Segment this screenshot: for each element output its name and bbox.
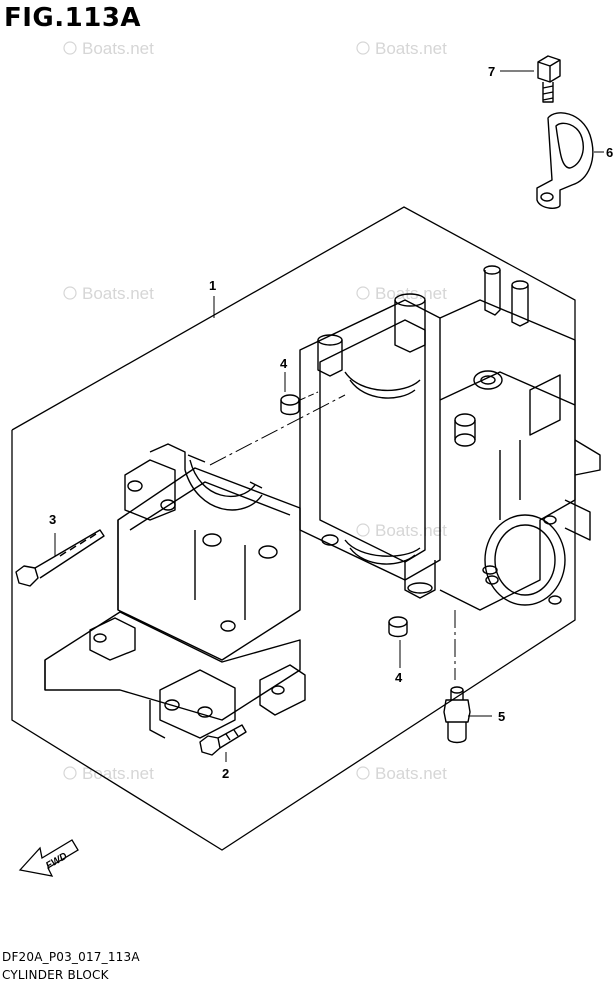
watermark: Boats.net	[63, 284, 154, 303]
callouts: 1 2 3 4 4 5 6 7	[49, 64, 613, 781]
callout-1: 1	[209, 278, 216, 293]
fwd-arrow: FWD	[18, 839, 79, 877]
callout-5: 5	[498, 709, 505, 724]
part-5-plug	[443, 686, 471, 744]
callout-2: 2	[222, 766, 229, 781]
watermark: Boats.net	[356, 284, 447, 303]
callout-6: 6	[606, 145, 613, 160]
figure-title: FIG.113A	[4, 3, 142, 33]
cylinder-block-rear-half	[299, 265, 601, 611]
part-4-dowel-pin-lower	[388, 616, 408, 638]
svg-text:Boats.net: Boats.net	[375, 521, 447, 540]
svg-text:Boats.net: Boats.net	[375, 764, 447, 783]
svg-text:Boats.net: Boats.net	[82, 764, 154, 783]
watermark: Boats.net	[63, 39, 154, 58]
watermark: Boats.net	[356, 39, 447, 58]
part-6-engine-hanger	[536, 112, 594, 209]
figure-code: DF20A_P03_017_113A	[2, 950, 140, 964]
callout-7: 7	[488, 64, 495, 79]
watermark-layer: Boats.net Boats.net Boats.net Boats.net …	[63, 39, 447, 783]
svg-text:Boats.net: Boats.net	[82, 284, 154, 303]
part-7-bolt	[537, 55, 561, 103]
cylinder-block-front-half	[44, 443, 306, 739]
watermark: Boats.net	[356, 764, 447, 783]
svg-text:Boats.net: Boats.net	[82, 39, 154, 58]
figure-caption: CYLINDER BLOCK	[2, 968, 109, 982]
assembly-box-outline	[11, 206, 576, 851]
part-4-dowel-pin-upper	[280, 394, 300, 416]
callout-3: 3	[49, 512, 56, 527]
svg-text:Boats.net: Boats.net	[375, 39, 447, 58]
callout-4-upper: 4	[280, 356, 288, 371]
small-parts	[15, 55, 594, 756]
part-3-bolt	[15, 529, 105, 587]
watermark: Boats.net	[356, 521, 447, 540]
leader-lines	[54, 70, 604, 762]
callout-4-lower: 4	[395, 670, 403, 685]
watermark: Boats.net	[63, 764, 154, 783]
part-2-bolt	[199, 724, 247, 756]
